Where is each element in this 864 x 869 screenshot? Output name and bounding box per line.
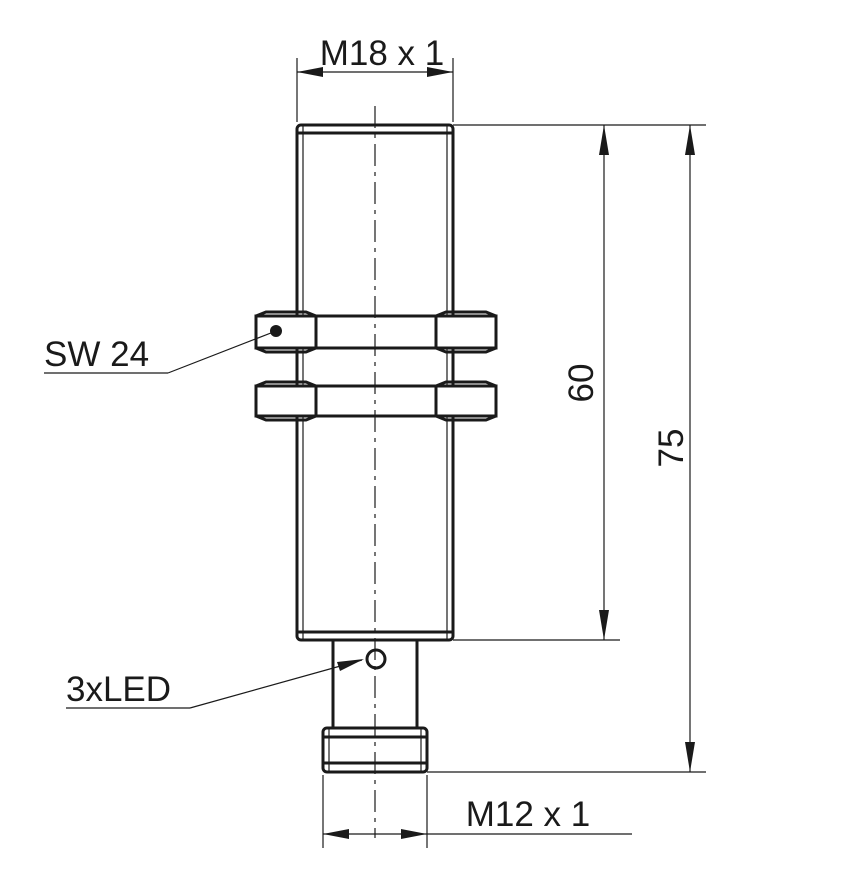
label-length-body: 60 (562, 364, 601, 403)
dimension-body-length: 60 (562, 125, 609, 640)
dimension-bottom-thread: M12 x 1 (322, 775, 632, 848)
hex-nut-lower (254, 380, 498, 422)
dimension-total-length: 75 (652, 125, 695, 772)
label-led: 3xLED (66, 670, 171, 709)
leader-led: 3xLED (66, 659, 364, 709)
label-thread-bottom: M12 x 1 (466, 795, 591, 834)
led-window (365, 648, 387, 670)
label-length-total: 75 (652, 429, 691, 468)
hex-nut-upper (254, 310, 498, 354)
leader-wrench-size: SW 24 (44, 330, 277, 374)
label-thread-top: M18 x 1 (320, 34, 445, 73)
dimension-top-thread: M18 x 1 (296, 34, 454, 122)
label-wrench-size: SW 24 (44, 335, 149, 374)
